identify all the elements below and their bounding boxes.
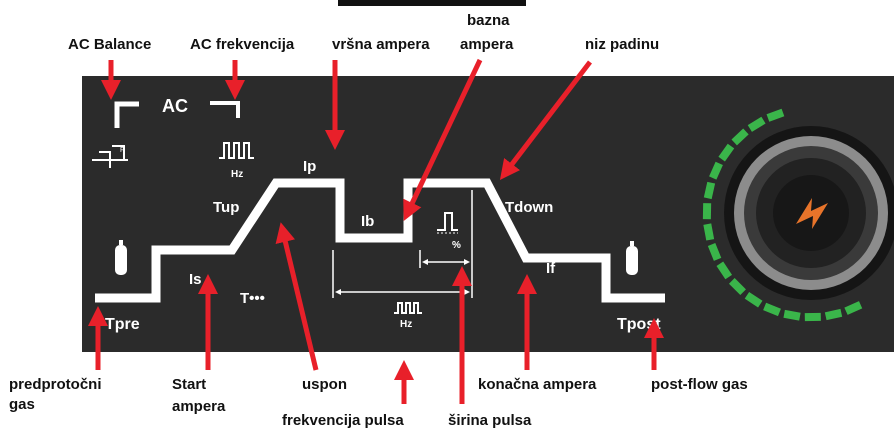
- arrow-downslope: [499, 60, 592, 180]
- label-final-amps: konačna ampera: [478, 376, 597, 393]
- label-ac-balance: AC Balance: [68, 36, 152, 53]
- ib-symbol: Ib: [361, 213, 374, 230]
- led-segment: [844, 301, 863, 315]
- ac-step-icon: [210, 101, 240, 118]
- led-segment: [731, 128, 749, 146]
- is-symbol: Is: [189, 271, 202, 288]
- label-pulse-width: širina pulsa: [448, 412, 532, 429]
- led-segment: [718, 143, 735, 162]
- ac-frequency-icon: Hz: [219, 142, 254, 180]
- t-dots-symbol: T•••: [240, 290, 265, 307]
- led-segment: [709, 161, 723, 180]
- label-upslope: uspon: [302, 376, 347, 393]
- led-segment: [824, 308, 843, 321]
- label-base-amps-line1: bazna: [467, 12, 510, 29]
- led-segment: [766, 108, 785, 122]
- if-symbol: If: [546, 260, 556, 277]
- svg-text:Hz: Hz: [231, 169, 243, 180]
- top-display-strip: [338, 0, 526, 6]
- led-segment: [783, 309, 801, 321]
- led-segment: [728, 278, 746, 296]
- label-downslope: niz padinu: [585, 36, 660, 53]
- led-segment: [703, 223, 715, 241]
- label-base-amps-line2: ampera: [460, 36, 514, 53]
- led-segment: [763, 302, 781, 317]
- callout-arrows: [88, 58, 664, 404]
- tpre-symbol: Tpre: [105, 316, 140, 333]
- tup-symbol: Tup: [213, 199, 239, 216]
- led-segment: [716, 261, 733, 280]
- label-start-amps-line2: ampera: [172, 398, 226, 415]
- label-post-flow: post-flow gas: [651, 376, 748, 393]
- led-segment: [804, 312, 821, 322]
- label-ac-frequency: AC frekvencija: [190, 36, 295, 53]
- ac-balance-icon: F: [92, 101, 139, 168]
- pulse-width-icon: %: [437, 212, 461, 251]
- arrow-base-amps: [403, 58, 483, 222]
- led-segment: [707, 243, 722, 261]
- svg-text:F: F: [120, 147, 124, 154]
- led-segment: [703, 181, 716, 200]
- label-pre-flow-line1: predprotočni: [9, 376, 102, 393]
- label-pre-flow-line2: gas: [9, 396, 35, 413]
- ip-symbol: Ip: [303, 158, 316, 175]
- label-start-amps-line1: Start: [172, 376, 207, 393]
- gas-cylinder-post-icon: [626, 241, 638, 275]
- led-segment: [744, 291, 763, 308]
- waveform-line: [95, 178, 665, 303]
- led-segment: [702, 203, 712, 220]
- led-ring: [702, 108, 863, 322]
- gas-cylinder-pre-icon: [115, 240, 127, 275]
- control-knob[interactable]: [702, 108, 894, 322]
- brand-logo-icon: [796, 198, 828, 229]
- pulse-dimension-lines: [332, 190, 473, 298]
- ac-label: AC: [162, 96, 188, 116]
- tdown-symbol: Tdown: [505, 199, 553, 216]
- led-segment: [747, 116, 766, 132]
- arrow-upslope: [275, 222, 319, 371]
- svg-text:Hz: Hz: [400, 319, 412, 330]
- label-pulse-frequency: frekvencija pulsa: [282, 412, 404, 429]
- label-peak-amps: vršna ampera: [332, 36, 430, 53]
- svg-text:%: %: [452, 240, 461, 251]
- pulse-frequency-icon: Hz: [394, 302, 422, 330]
